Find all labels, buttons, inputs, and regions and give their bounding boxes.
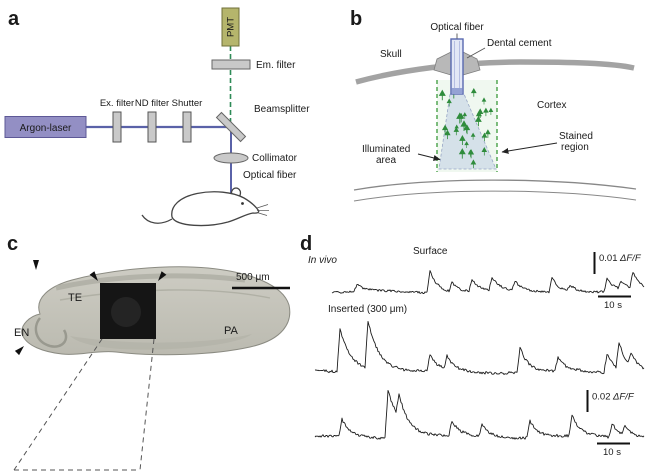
pmt-label: PMT: [226, 17, 237, 37]
neuron-icon: [438, 89, 446, 101]
calcium-trace-inserted-1: [314, 320, 645, 375]
pointer-arrow: [89, 271, 98, 281]
panel-a: a PMT Em. filter Argon-laser Ex. filter …: [4, 7, 310, 227]
fiber-tip: [451, 88, 463, 94]
neuron-icon: [475, 110, 482, 121]
trace-surface-label: Surface: [413, 246, 448, 257]
time-scale-label-2: 10 s: [603, 447, 621, 458]
panel-d: d In vivo Surface 0.01 ΔF/F 10 s Inserte…: [300, 233, 645, 458]
mouse-tail: [141, 214, 173, 224]
illuminated-area-arrow: [417, 153, 441, 161]
brain-slice-top-band: [55, 273, 246, 291]
cortex-lower-boundary-1: [353, 179, 637, 191]
neuron-icon: [470, 132, 476, 140]
neuron-icon: [481, 147, 488, 156]
neuron-icon: [453, 126, 460, 136]
dff-scale-value-1: 0.01: [599, 253, 618, 264]
panel-d-label: d: [300, 233, 312, 255]
dff-scale-value-2: 0.02: [592, 392, 611, 403]
neuron-icon: [481, 97, 487, 105]
neuron-icon: [459, 135, 466, 145]
imaging-window-texture: [111, 297, 141, 327]
skull-label: Skull: [380, 49, 402, 60]
neuron-icon: [474, 115, 482, 127]
panel-b: b Optical fiber Dental cement Skull Cort…: [350, 8, 637, 202]
time-scale-label-1: 10 s: [604, 300, 622, 311]
panel-a-label: a: [8, 8, 20, 30]
pmt-box: [221, 7, 240, 47]
pointer-arrow: [33, 260, 39, 270]
neuron-icon: [483, 107, 489, 117]
neuron-icon: [464, 141, 469, 149]
em-filter-label: Em. filter: [256, 60, 296, 71]
region-te-label: TE: [68, 292, 82, 304]
ex-filter-shape: [112, 111, 122, 143]
zoom-dash-left: [13, 338, 103, 471]
illuminated-area-label-2: area: [376, 155, 396, 166]
calcium-trace-inserted-2: [314, 389, 645, 440]
calcium-trace-surface: [331, 270, 645, 294]
panel-c: c TE EN PA 500 μm: [7, 233, 291, 471]
neuron-icon: [488, 107, 494, 116]
neuron-icon: [462, 112, 468, 119]
dental-cement-pointer-line: [466, 47, 486, 59]
brain-slice-inner-shade: [70, 334, 252, 350]
ex-filter-label: Ex. filter: [100, 98, 134, 109]
dental-cement-left: [433, 51, 452, 76]
region-pa-label: PA: [224, 325, 239, 337]
nd-filter-shape: [147, 111, 157, 143]
optical-fiber-b-label: Optical fiber: [430, 22, 484, 33]
skull-shape: [355, 59, 635, 85]
neuron-icon: [441, 124, 449, 135]
neuron-icon: [467, 149, 473, 157]
beamsplitter-shape: [215, 111, 247, 143]
dff-scale-unit-2: ΔF/F: [612, 392, 635, 403]
scale-bar-label: 500 μm: [236, 272, 270, 283]
panel-c-label: c: [7, 233, 18, 255]
stained-region-label-1: Stained: [559, 131, 593, 142]
collimator-label: Collimator: [252, 153, 298, 164]
nd-filter-label: ND filter: [135, 98, 169, 109]
em-filter-shape: [211, 59, 251, 70]
cortex-lower-boundary-2: [353, 190, 637, 202]
pointer-arrow: [158, 271, 167, 281]
zoom-dash-right: [139, 338, 155, 471]
neuron-icon: [458, 148, 466, 159]
region-en-label: EN: [14, 327, 29, 339]
dff-scale-unit-1: ΔF/F: [619, 253, 642, 264]
neuron-icon: [446, 98, 452, 107]
dental-cement-label: Dental cement: [487, 38, 552, 49]
optical-fiber-label: Optical fiber: [243, 170, 297, 181]
beamsplitter-label: Beamsplitter: [254, 104, 310, 115]
argon-laser-box: [4, 116, 87, 138]
cortex-label: Cortex: [537, 100, 566, 111]
brain-slice-curl: [34, 317, 68, 348]
illuminated-area-label-1: Illuminated: [362, 144, 410, 155]
pointer-arrow: [14, 346, 24, 356]
stained-region-label-2: region: [561, 142, 589, 153]
neuron-icon: [470, 159, 477, 169]
neuron-icon: [454, 124, 459, 132]
brain-slice-boundary: [59, 289, 271, 301]
shutter-shape: [182, 111, 192, 143]
condition-label: In vivo: [308, 255, 337, 266]
neuron-icon: [460, 120, 468, 132]
collimator-shape: [213, 152, 249, 164]
mouse-eye: [241, 202, 244, 205]
mouse-body: [171, 191, 260, 227]
neuron-icon: [463, 124, 469, 133]
mouse-whiskers: [256, 204, 269, 216]
neuron-icon: [481, 132, 488, 142]
shutter-label: Shutter: [172, 98, 203, 109]
neuron-icon: [456, 112, 464, 124]
argon-laser-label: Argon-laser: [20, 123, 72, 134]
optical-fiber-shape: [450, 38, 464, 95]
mouse-drawing: [141, 187, 269, 227]
neuron-icon: [444, 129, 451, 140]
stained-region-arrow: [501, 142, 558, 154]
neuron-icon: [470, 87, 477, 97]
panel-b-label: b: [350, 8, 362, 30]
neuron-icon: [485, 129, 491, 138]
trace-inserted-label: Inserted (300 μm): [328, 304, 407, 315]
